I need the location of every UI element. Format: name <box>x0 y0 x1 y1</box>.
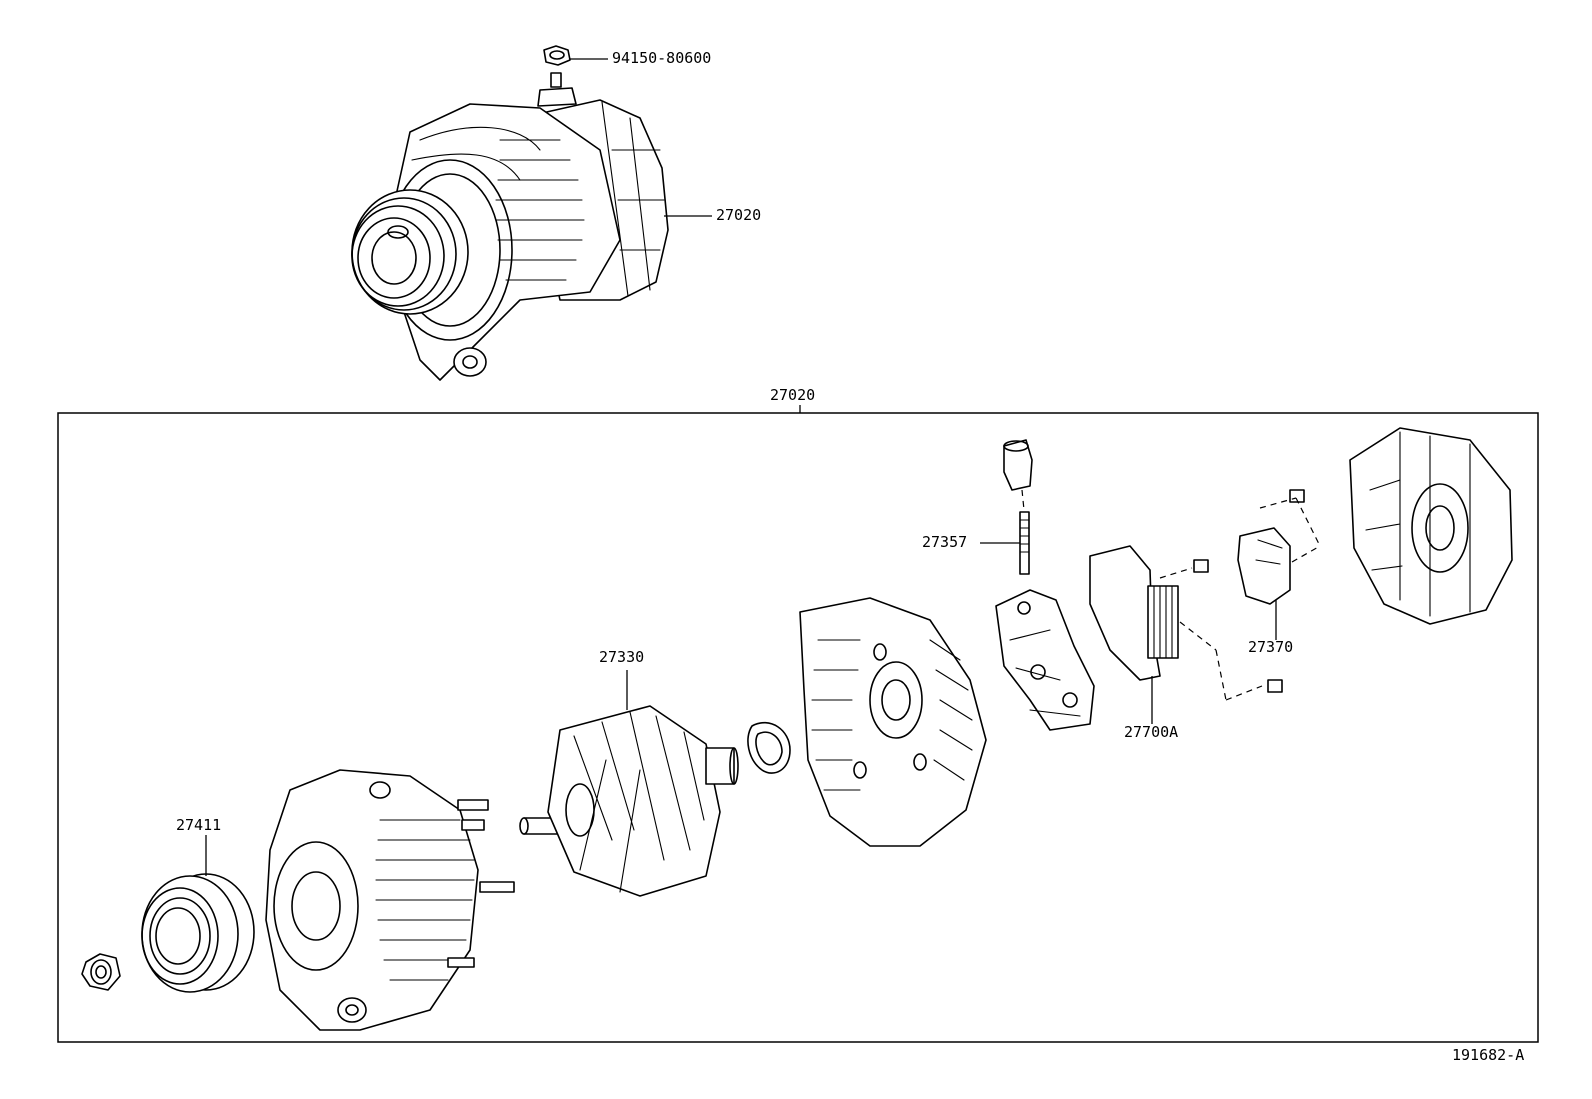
rear-cover-drawing <box>1349 427 1513 625</box>
label-27357: 27357 <box>922 533 968 551</box>
label-27411: 27411 <box>176 816 222 834</box>
rectifier-holder-drawing <box>995 589 1095 731</box>
top-nut-drawing <box>543 45 571 66</box>
label-94150-80600: 94150-80600 <box>612 49 712 67</box>
brush-holder-27370-drawing <box>1237 497 1321 605</box>
regulator-27700A-drawing <box>1089 545 1263 701</box>
drive-end-frame-drawing <box>265 769 515 1031</box>
terminal-insulator-27357-drawing <box>1003 439 1033 575</box>
drawing-number: 191682-A <box>1452 1046 1525 1064</box>
rotor-27330-drawing <box>519 705 739 897</box>
alternator-assembly-illustration <box>351 45 669 381</box>
label-27330: 27330 <box>599 648 645 666</box>
rear-end-frame-drawing <box>799 597 987 847</box>
label-27370: 27370 <box>1248 638 1294 656</box>
pulley-27411-drawing <box>141 873 255 993</box>
assembly-group-frame <box>57 412 1539 1043</box>
label-27700A: 27700A <box>1124 723 1179 741</box>
label-27020-top: 27020 <box>716 206 762 224</box>
pulley-nut-drawing <box>81 953 121 991</box>
label-27020-group: 27020 <box>770 386 816 404</box>
